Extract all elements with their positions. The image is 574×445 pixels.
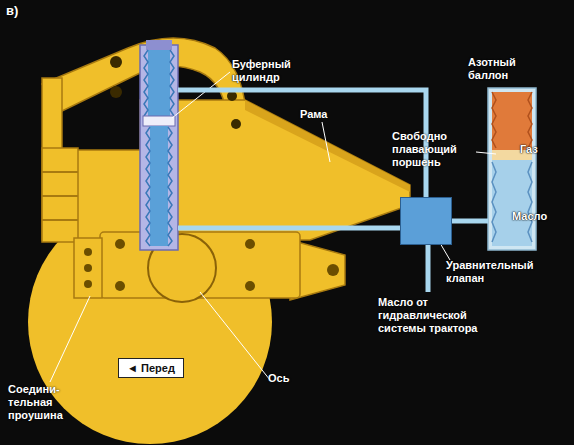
oil-pipe — [452, 219, 488, 224]
gas-edge — [528, 92, 532, 148]
rod-edge — [168, 127, 172, 246]
oil-edge — [528, 162, 532, 242]
buffer-cylinder: Буферный цилиндр — [140, 45, 178, 250]
cylinder-body — [140, 45, 178, 250]
oil-edge — [492, 162, 496, 242]
plate-rib — [42, 171, 78, 173]
direction-tag: ◄ Перед — [118, 358, 184, 378]
part-label: Буферный цилиндр — [232, 58, 312, 84]
gas-edge — [492, 92, 496, 148]
plate-rib — [42, 219, 78, 221]
leader-line — [440, 243, 450, 260]
frame — [42, 100, 410, 240]
bolt-hole — [110, 56, 122, 68]
leader-line — [172, 72, 230, 118]
supply-pipe — [426, 245, 431, 292]
bolt-hole — [115, 239, 125, 249]
bolt-hole — [245, 281, 255, 291]
part-label: Азотный баллон — [468, 56, 558, 82]
part-label: Свободно плавающий поршень — [392, 130, 476, 169]
cylinder-rod — [150, 126, 168, 246]
tank-oil — [492, 160, 532, 246]
part-label: Соедини- тельная проушина — [8, 383, 83, 422]
part-label: Ось — [268, 372, 289, 385]
bolt-hole — [84, 248, 92, 256]
part-label: Масло от гидравлической системы трактора — [378, 296, 508, 335]
bolt-hole — [84, 264, 92, 272]
oil-pipe — [178, 90, 426, 197]
rod-edge — [146, 127, 150, 246]
frame-shade — [245, 100, 410, 192]
front-plate — [42, 148, 78, 242]
oil-edge — [170, 50, 174, 116]
tank-shell — [488, 88, 536, 250]
bolt-hole — [245, 239, 255, 249]
cylinder-cap — [146, 40, 172, 50]
bolt-hole — [327, 264, 339, 276]
part-label: Рама — [300, 108, 327, 121]
bolt-hole — [115, 281, 125, 291]
bolt-hole — [231, 119, 241, 129]
cylinder-oil — [148, 50, 170, 116]
nitrogen-tank: Азотный баллонГазМасло — [488, 88, 536, 250]
plate-rib — [42, 195, 78, 197]
equalizing-valve: Уравнительный клапан — [400, 197, 452, 245]
direction-text: ◄ Перед — [119, 359, 183, 377]
leader-line — [200, 292, 270, 380]
cylinder-piston — [143, 116, 175, 126]
leader-line — [322, 122, 330, 162]
leader-line — [50, 296, 90, 382]
leader-line — [476, 152, 496, 154]
bolt-hole — [84, 280, 92, 288]
oil-pipe — [178, 226, 400, 231]
part-label: Уравнительный клапан — [446, 259, 536, 285]
bolt-hole — [110, 86, 122, 98]
zone-label: Газ — [520, 143, 538, 156]
tank-gas — [492, 92, 532, 150]
coupling-eye — [74, 238, 102, 298]
oil-edge — [144, 50, 148, 116]
figure-letter: в) — [6, 4, 18, 17]
zone-label: Масло — [512, 210, 547, 223]
hitch-post — [42, 78, 62, 150]
